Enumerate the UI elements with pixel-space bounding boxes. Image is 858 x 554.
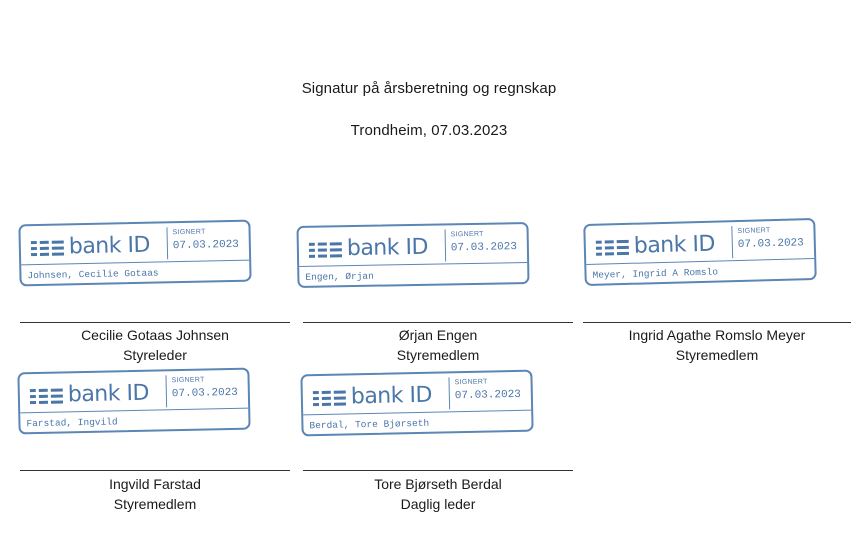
bankid-wordmark: bank ID xyxy=(68,232,151,260)
document-title: Signatur på årsberetning og regnskap xyxy=(301,80,557,97)
stamp-status: SIGNERT xyxy=(454,378,488,387)
bankid-mark-icon xyxy=(30,240,65,257)
stamp-status: SIGNERT xyxy=(450,230,484,239)
bankid-wordmark: bank ID xyxy=(67,380,150,408)
stamp-date: 07.03.2023 xyxy=(737,237,804,252)
signatory-role: Styremedlem xyxy=(396,347,480,363)
stamp-divider xyxy=(448,377,451,410)
stamp-divider xyxy=(299,262,528,267)
signatory-name: Cecilie Gotaas Johnsen xyxy=(81,327,229,343)
bankid-logo: bank ID xyxy=(595,231,716,261)
stamp-divider xyxy=(166,227,169,260)
stamp-date: 07.03.2023 xyxy=(450,241,517,255)
stamp-status: SIGNERT xyxy=(172,228,206,237)
signature-line xyxy=(583,322,851,323)
signature-line xyxy=(303,322,573,323)
bankid-logo: bank ID xyxy=(308,234,429,263)
signature-line xyxy=(20,322,290,323)
bankid-wordmark: bank ID xyxy=(633,231,716,259)
bankid-logo: bank ID xyxy=(312,382,433,411)
bankid-mark-icon xyxy=(312,390,347,407)
stamp-signer-name: Farstad, Ingvild xyxy=(26,416,118,430)
signatory-name: Tore Bjørseth Berdal xyxy=(374,476,502,492)
stamp-date: 07.03.2023 xyxy=(454,388,521,403)
signatory-name: Ingrid Agathe Romslo Meyer xyxy=(628,327,806,343)
stamp-divider xyxy=(165,375,168,408)
bankid-stamp: bank ID SIGNERT 07.03.2023 Engen, Ørjan xyxy=(296,221,530,289)
stamp-divider xyxy=(731,226,734,259)
signature-line xyxy=(20,470,290,471)
stamp-signer-name: Meyer, Ingrid A Romslo xyxy=(592,266,719,281)
signatory-role: Styremedlem xyxy=(113,496,197,512)
bankid-mark-icon xyxy=(595,239,630,256)
bankid-logo: bank ID xyxy=(30,232,151,261)
signatory-name: Ingvild Farstad xyxy=(109,476,201,492)
signatory-block: Tore Bjørseth Berdal Daglig leder xyxy=(303,474,573,514)
bankid-wordmark: bank ID xyxy=(350,382,433,410)
stamp-divider xyxy=(444,229,447,262)
bankid-logo: bank ID xyxy=(29,380,150,409)
bankid-mark-icon xyxy=(308,242,343,258)
bankid-stamp: bank ID SIGNERT 07.03.2023 Meyer, Ingrid… xyxy=(583,217,817,287)
bankid-mark-icon xyxy=(29,388,64,405)
stamp-date: 07.03.2023 xyxy=(172,238,239,253)
signatory-block: Ingvild Farstad Styremedlem xyxy=(20,474,290,514)
stamp-date: 07.03.2023 xyxy=(171,386,238,401)
stamp-status: SIGNERT xyxy=(171,376,205,385)
stamp-signer-name: Berdal, Tore Bjørseth xyxy=(309,417,430,432)
signatory-name: Ørjan Engen xyxy=(398,327,478,343)
bankid-wordmark: bank ID xyxy=(346,234,429,262)
bankid-stamp: bank ID SIGNERT 07.03.2023 Johnsen, Ceci… xyxy=(18,219,252,287)
signatory-block: Cecilie Gotaas Johnsen Styreleder xyxy=(20,325,290,365)
stamp-status: SIGNERT xyxy=(737,227,771,236)
place-and-date: Trondheim, 07.03.2023 xyxy=(350,122,508,139)
signatory-role: Daglig leder xyxy=(400,496,476,512)
signatory-block: Ørjan Engen Styremedlem xyxy=(303,325,573,365)
signature-line xyxy=(303,470,573,471)
bankid-stamp: bank ID SIGNERT 07.03.2023 Farstad, Ingv… xyxy=(17,367,251,435)
bankid-stamp: bank ID SIGNERT 07.03.2023 Berdal, Tore … xyxy=(300,369,534,437)
signatory-role: Styremedlem xyxy=(675,347,759,363)
signatory-block: Ingrid Agathe Romslo Meyer Styremedlem xyxy=(583,325,851,365)
signatory-role: Styreleder xyxy=(123,347,187,363)
stamp-signer-name: Engen, Ørjan xyxy=(305,270,374,283)
stamp-signer-name: Johnsen, Cecilie Gotaas xyxy=(27,267,159,282)
